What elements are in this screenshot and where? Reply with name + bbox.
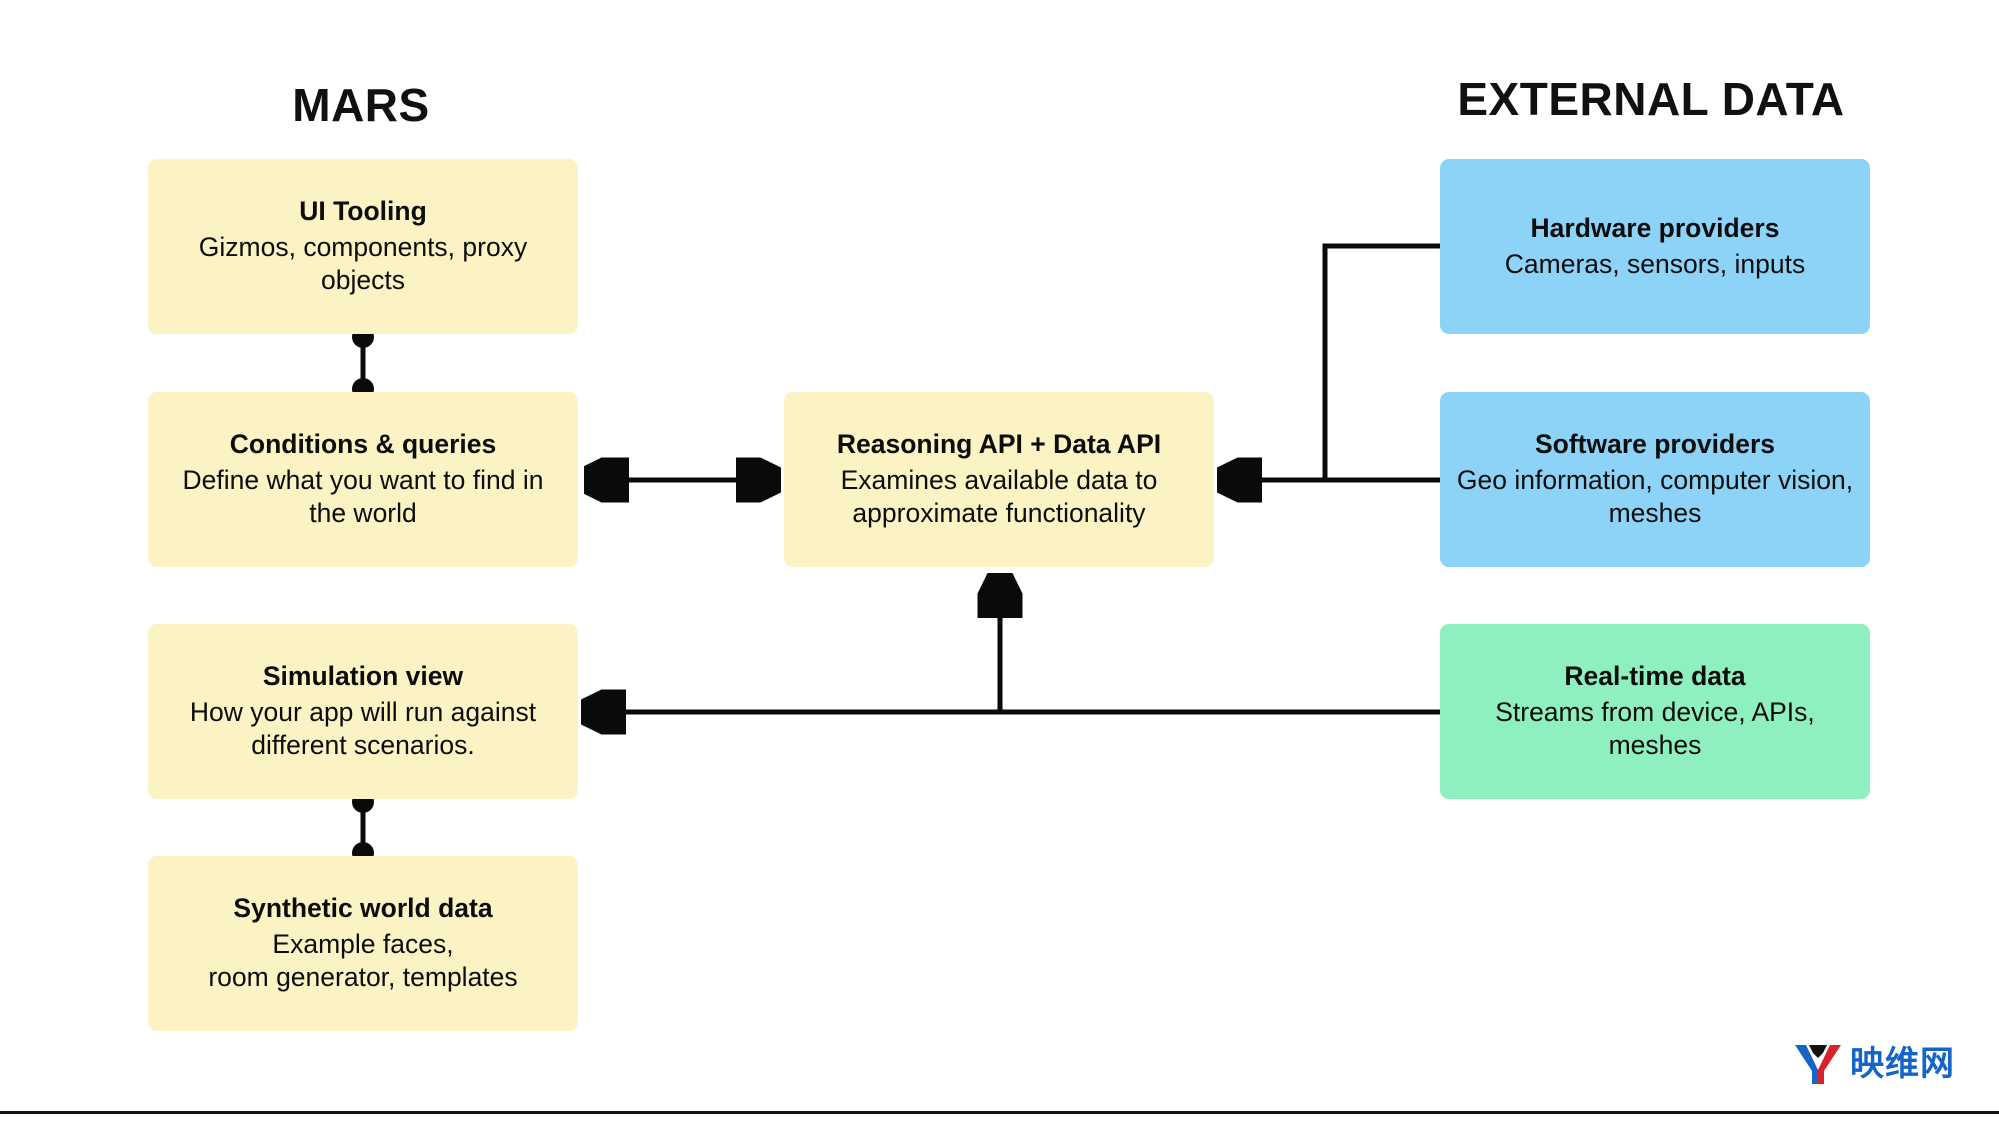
- node-synthetic-world-data[interactable]: Synthetic world data Example faces, room…: [148, 856, 578, 1031]
- bottom-divider: [0, 1111, 1999, 1114]
- node-reasoning-api-data-api[interactable]: Reasoning API + Data API Examines availa…: [784, 392, 1214, 567]
- node-hardware-providers-description: Cameras, sensors, inputs: [1504, 248, 1806, 279]
- node-conditions-and-queries-title: Conditions & queries: [229, 429, 497, 460]
- watermark-text: 映维网: [1850, 1044, 1955, 1084]
- node-conditions-and-queries[interactable]: Conditions & queries Define what you wan…: [148, 392, 578, 567]
- node-simulation-view-title: Simulation view: [262, 661, 464, 692]
- node-synthetic-world-data-description-line1: Example faces,: [272, 929, 454, 960]
- node-ui-tooling[interactable]: UI Tooling Gizmos, components, proxy obj…: [148, 159, 578, 334]
- node-synthetic-world-data-title: Synthetic world data: [233, 893, 493, 924]
- node-conditions-and-queries-description: Define what you want to find in the worl…: [182, 465, 544, 529]
- node-synthetic-world-data-description-line2: room generator, templates: [208, 962, 518, 993]
- node-reasoning-api-data-api-description: Examines available data to approximate f…: [840, 465, 1158, 529]
- node-simulation-view-description: How your app will run against different …: [189, 697, 537, 761]
- node-software-providers[interactable]: Software providers Geo information, comp…: [1440, 392, 1870, 567]
- yv-logo-mark-icon: [1795, 1043, 1841, 1085]
- node-hardware-providers[interactable]: Hardware providers Cameras, sensors, inp…: [1440, 159, 1870, 334]
- node-software-providers-title: Software providers: [1534, 429, 1776, 460]
- node-ui-tooling-title: UI Tooling: [299, 196, 427, 227]
- column-heading-external-data: EXTERNAL DATA: [1457, 73, 1845, 125]
- node-reasoning-api-data-api-title: Reasoning API + Data API: [836, 429, 1162, 460]
- watermark: 映维网: [1795, 1043, 1955, 1085]
- column-heading-mars: MARS: [292, 79, 430, 131]
- node-simulation-view[interactable]: Simulation view How your app will run ag…: [148, 624, 578, 799]
- connector-ui-tooling-to-conditions: [352, 326, 374, 400]
- node-hardware-providers-title: Hardware providers: [1530, 212, 1780, 243]
- node-software-providers-description: Geo information, computer vision, meshes: [1456, 465, 1854, 529]
- connector-hardware-to-reasoning: [1322, 243, 1440, 480]
- node-ui-tooling-description: Gizmos, components, proxy objects: [198, 232, 528, 296]
- node-real-time-data[interactable]: Real-time data Streams from device, APIs…: [1440, 624, 1870, 799]
- node-real-time-data-description: Streams from device, APIs, meshes: [1495, 697, 1815, 761]
- connector-simulation-to-synthetic: [352, 791, 374, 864]
- node-real-time-data-title: Real-time data: [1564, 661, 1746, 692]
